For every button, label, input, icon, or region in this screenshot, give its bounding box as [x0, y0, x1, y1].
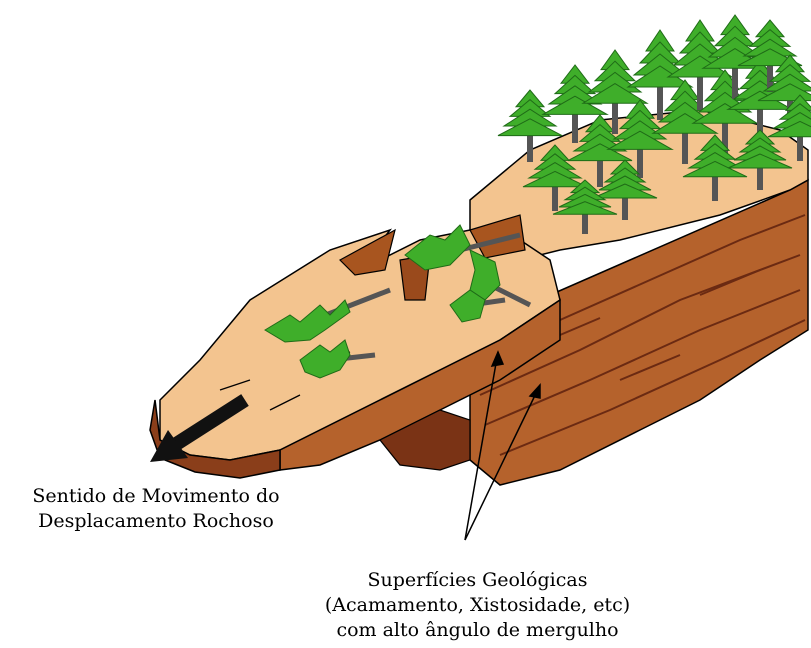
rock-fracture-block-1 [339, 228, 396, 276]
surfaces-label-line-3: com alto ângulo de mergulho [336, 619, 619, 641]
surfaces-label-line-1: Superfícies Geológicas [367, 569, 588, 591]
fallen-tree-3 [404, 224, 521, 271]
forest [497, 14, 811, 234]
standing-tree [592, 159, 658, 220]
fallen-tree-4 [469, 249, 532, 308]
standing-tree [541, 64, 609, 143]
standing-tree [651, 79, 719, 164]
movement-label-line-2: Desplacamento Rochoso [38, 510, 274, 532]
standing-tree [666, 19, 734, 110]
standing-tree [581, 49, 649, 134]
fallen-tree-1 [264, 287, 391, 343]
sliding-slab-side [279, 298, 561, 471]
movement-label-line-1: Sentido de Movimento do [32, 485, 280, 507]
movement-arrow [150, 394, 249, 462]
surfaces-label-line-2: (Acamamento, Xistosidade, etc) [324, 594, 631, 616]
standing-tree [522, 144, 588, 211]
surface-pointer-lines [464, 350, 541, 541]
rock-fracture-block-3 [469, 214, 526, 259]
standing-tree [727, 129, 793, 190]
fallen-tree-5 [449, 289, 506, 323]
standing-tree [552, 179, 618, 234]
standing-tree [682, 134, 748, 201]
movement-direction-label: Sentido de Movimento do Desplacamento Ro… [8, 484, 304, 534]
standing-tree [767, 94, 811, 161]
standing-tree [606, 99, 674, 178]
geological-surfaces-label: Superfícies Geológicas (Acamamento, Xist… [320, 568, 635, 643]
fallen-trees [264, 224, 532, 379]
broken-underside [379, 409, 471, 471]
fallen-tree-2 [299, 339, 376, 379]
standing-tree [497, 89, 563, 162]
